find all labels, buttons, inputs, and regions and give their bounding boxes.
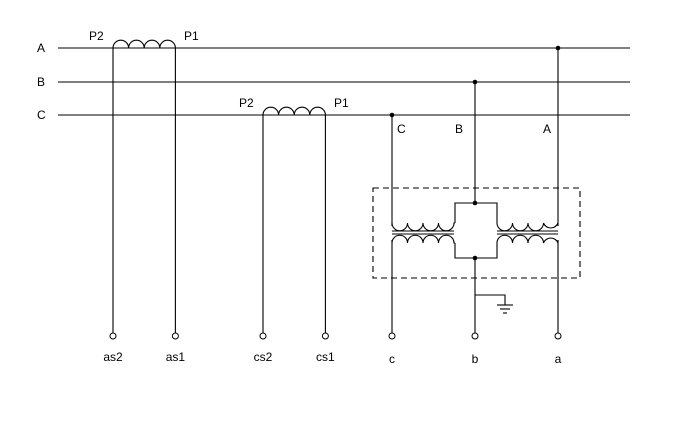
vt-primary-label-c: C [397, 122, 406, 136]
vt-enclosure [372, 187, 581, 279]
current-transformer-a: P2 P1 as2 as1 [89, 29, 199, 364]
ct-a-coil [112, 39, 176, 49]
ct-a-s1-label: as1 [166, 350, 186, 364]
vt-left-primary-coil [391, 222, 455, 232]
ct-c-coil [262, 106, 326, 116]
ct-c-p1-label: P1 [334, 96, 349, 110]
bus-label-a: A [37, 41, 45, 55]
terminal-as1 [171, 332, 179, 340]
terminal-as2 [109, 332, 117, 340]
ct-a-p2-label: P2 [89, 29, 104, 43]
voltage-transformer: C B A [372, 45, 581, 366]
vt-primary-label-a: A [543, 122, 551, 136]
vt-primary-common-dot [472, 200, 478, 206]
vt-primary-label-b: B [455, 122, 463, 136]
vt-secondary-label-b: b [472, 352, 479, 366]
vt-left-secondary-coil [391, 234, 455, 244]
terminal-cs2 [259, 332, 267, 340]
bus-label-b: B [37, 75, 45, 89]
busbars: A B C [37, 41, 630, 122]
ct-c-s2-label: cs2 [254, 350, 273, 364]
bus-label-c: C [37, 108, 46, 122]
vt-secondary-label-a: a [555, 352, 562, 366]
ground-icon [475, 294, 513, 314]
vt-primary-common-bridge [454, 202, 498, 223]
ct-c-p2-label: P2 [239, 96, 254, 110]
vt-secondary-common-bridge [454, 243, 498, 259]
vt-right-primary-coil [496, 222, 559, 232]
ct-a-s2-label: as2 [103, 350, 123, 364]
current-transformer-c: P2 P1 cs2 cs1 [239, 96, 349, 364]
terminal-b [471, 332, 479, 340]
terminal-a [554, 332, 562, 340]
vt-right-secondary-coil [496, 234, 559, 244]
ct-c-s1-label: cs1 [316, 350, 335, 364]
terminal-c [388, 332, 396, 340]
vt-secondary-label-c: c [389, 352, 395, 366]
ct-a-p1-label: P1 [184, 29, 199, 43]
terminal-cs1 [321, 332, 329, 340]
